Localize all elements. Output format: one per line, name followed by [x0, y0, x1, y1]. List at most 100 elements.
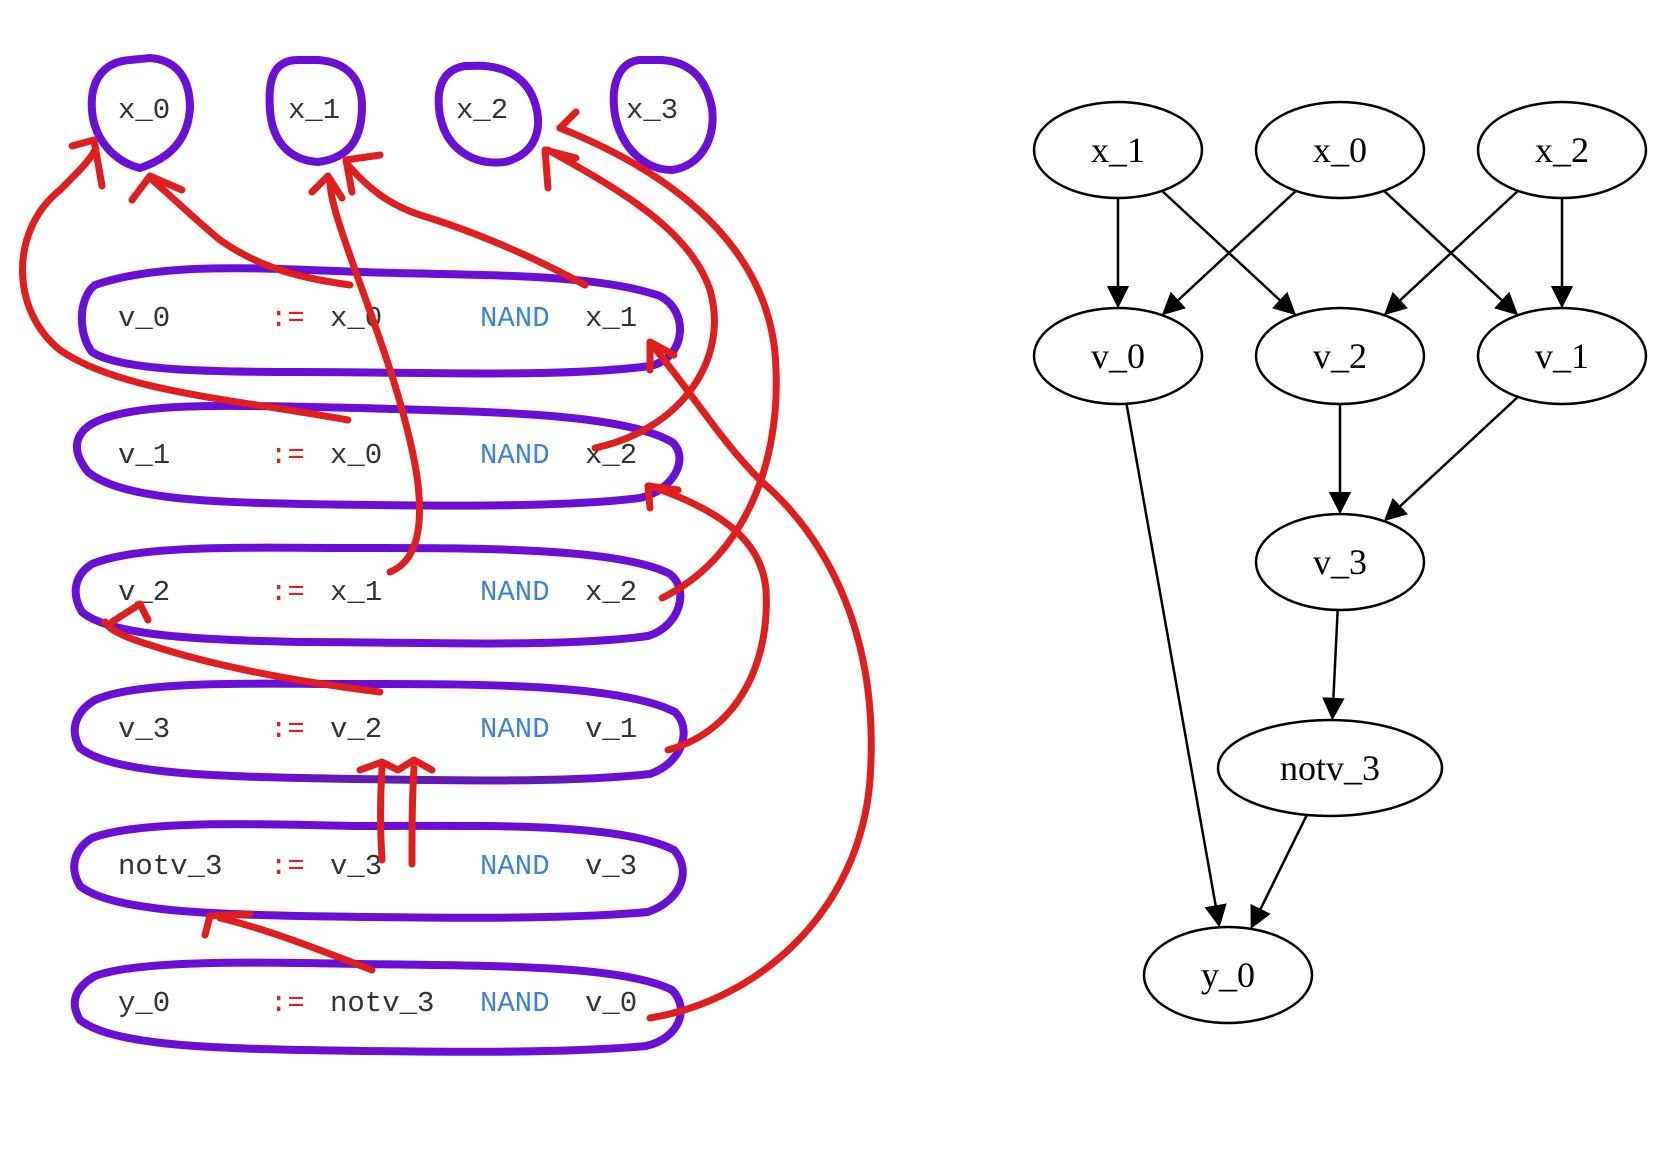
arrowhead-icon: [308, 172, 346, 202]
graph-node-ellipse: [1142, 925, 1314, 1025]
input-label-x_2: x_2: [456, 94, 508, 127]
graph-node-notv_3: notv_3: [1216, 718, 1444, 818]
arrow-notv_3-v_3-a: [377, 764, 386, 864]
nand-op: NAND: [480, 302, 550, 335]
graph-edge-v_0-y_0: [1125, 403, 1227, 928]
graph-node-ellipse: [1476, 306, 1648, 406]
nand-op: NAND: [480, 576, 550, 609]
arrowhead-icon: [541, 146, 580, 192]
graph-node-y_0: y_0: [1142, 925, 1314, 1025]
line-outline-notv_3: [70, 820, 687, 922]
arrowhead-icon: [128, 172, 186, 204]
line-v_3: v_3 := v_2 NAND v_1: [118, 713, 637, 746]
program-lines: v_0 := x_0 NAND x_1 v_1 := x_0 NAND x_2 …: [118, 302, 637, 1020]
graph-node-ellipse: [1254, 512, 1426, 612]
line-notv_3: notv_3 := v_3 NAND v_3: [118, 850, 637, 883]
arrow-notv_3-v_3-b: [408, 764, 418, 868]
graph-node-label: x_0: [1313, 130, 1367, 170]
arrowhead-icon: [342, 151, 384, 196]
input-circles: [87, 53, 717, 175]
line-operand-a: x_0: [330, 439, 382, 472]
line-outline-v_0: [77, 264, 685, 378]
assign-op: :=: [270, 302, 305, 335]
input-label-x_3: x_3: [626, 94, 678, 127]
assign-op: :=: [270, 576, 305, 609]
nand-op: NAND: [480, 987, 550, 1020]
graph-node-label: y_0: [1201, 955, 1255, 995]
graph-edge-notv_3-y_0: [1250, 814, 1308, 930]
graph-node-label: v_0: [1091, 336, 1145, 376]
graph-edge-v_3-notv_3: [1322, 609, 1345, 721]
line-v_1: v_1 := x_0 NAND x_2: [118, 439, 637, 472]
arrowhead-icon: [646, 338, 678, 374]
graph-node-x_1: x_1: [1032, 100, 1204, 200]
input-circle-x_3: [609, 56, 717, 175]
line-operand-b: x_2: [585, 576, 637, 609]
line-target: v_3: [118, 713, 170, 746]
assign-op: :=: [270, 850, 305, 883]
graph-edge-x_0-v_0: [1161, 189, 1297, 316]
graph-node-ellipse: [1032, 100, 1204, 200]
line-operand-b: x_1: [585, 302, 637, 335]
graph-node-v_0: v_0: [1032, 306, 1204, 406]
graph-node-ellipse: [1476, 100, 1648, 200]
arrowhead-icon: [644, 482, 682, 512]
arrow-v_3-v_2: [101, 618, 384, 696]
line-operand-b: v_0: [585, 987, 637, 1020]
graph-node-x_2: x_2: [1476, 100, 1648, 200]
graph-node-ellipse: [1216, 718, 1444, 818]
arrowhead-icon: [356, 756, 436, 774]
graph-node-ellipse: [1254, 306, 1426, 406]
graph-node-label: x_1: [1091, 130, 1145, 170]
input-label-x_0: x_0: [118, 94, 170, 127]
input-label-x_1: x_1: [288, 94, 340, 127]
arrow-y_0-v_0: [646, 341, 875, 1022]
line-target: notv_3: [118, 850, 222, 883]
arrowhead-icon: [68, 136, 106, 190]
graph-node-label: x_2: [1535, 130, 1589, 170]
arrow-v_1-x_2: [544, 146, 718, 452]
line-outline-y_0: [70, 958, 685, 1056]
graph-node-ellipse: [1254, 100, 1426, 200]
line-operand-b: v_1: [585, 713, 637, 746]
arrow-v_3-v_1: [646, 482, 770, 754]
line-operand-a: x_1: [330, 576, 382, 609]
line-y_0: y_0 := notv_3 NAND v_0: [118, 987, 637, 1020]
dependency-graph: x_1 x_0 x_2 v_0 v_2 v_1 v_3 notv_3 y_0: [1032, 100, 1648, 1025]
graph-edge-x_2-v_2: [1383, 189, 1519, 316]
line-v_2: v_2 := x_1 NAND x_2: [118, 576, 637, 609]
graph-node-label: v_3: [1313, 542, 1367, 582]
input-circle-x_2: [434, 61, 543, 167]
graph-node-label: v_1: [1535, 336, 1589, 376]
dependency-arrows: [19, 108, 875, 1022]
graph-node-label: notv_3: [1280, 748, 1380, 788]
line-outline-v_1: [73, 401, 684, 510]
arrow-y_0-notv_3: [216, 914, 376, 974]
line-v_0: v_0 := x_0 NAND x_1: [118, 302, 637, 335]
line-target: v_0: [118, 302, 170, 335]
graph-node-v_1: v_1: [1476, 306, 1648, 406]
arrow-v_2-x_2: [556, 124, 780, 602]
line-outlines: [70, 264, 688, 1056]
arrowhead-icon: [108, 600, 152, 626]
line-target: y_0: [118, 987, 170, 1020]
graph-node-x_0: x_0: [1254, 100, 1426, 200]
nand-op: NAND: [480, 439, 550, 472]
nand-op: NAND: [480, 850, 550, 883]
arrowhead-icon: [556, 108, 580, 132]
assign-op: :=: [270, 439, 305, 472]
line-operand-a: v_3: [330, 850, 382, 883]
graph-node-v_3: v_3: [1254, 512, 1426, 612]
input-circle-x_0: [87, 53, 195, 173]
assign-op: :=: [270, 987, 305, 1020]
nand-op: NAND: [480, 713, 550, 746]
assign-op: :=: [270, 713, 305, 746]
graph-node-ellipse: [1032, 306, 1204, 406]
line-outline-v_2: [71, 543, 685, 648]
line-operand-a: v_2: [330, 713, 382, 746]
line-target: v_2: [118, 576, 170, 609]
graph-node-v_2: v_2: [1254, 306, 1426, 406]
arrowhead-icon: [201, 910, 254, 939]
graph-edge-v_1-v_3: [1383, 395, 1519, 522]
line-operand-b: v_3: [585, 850, 637, 883]
